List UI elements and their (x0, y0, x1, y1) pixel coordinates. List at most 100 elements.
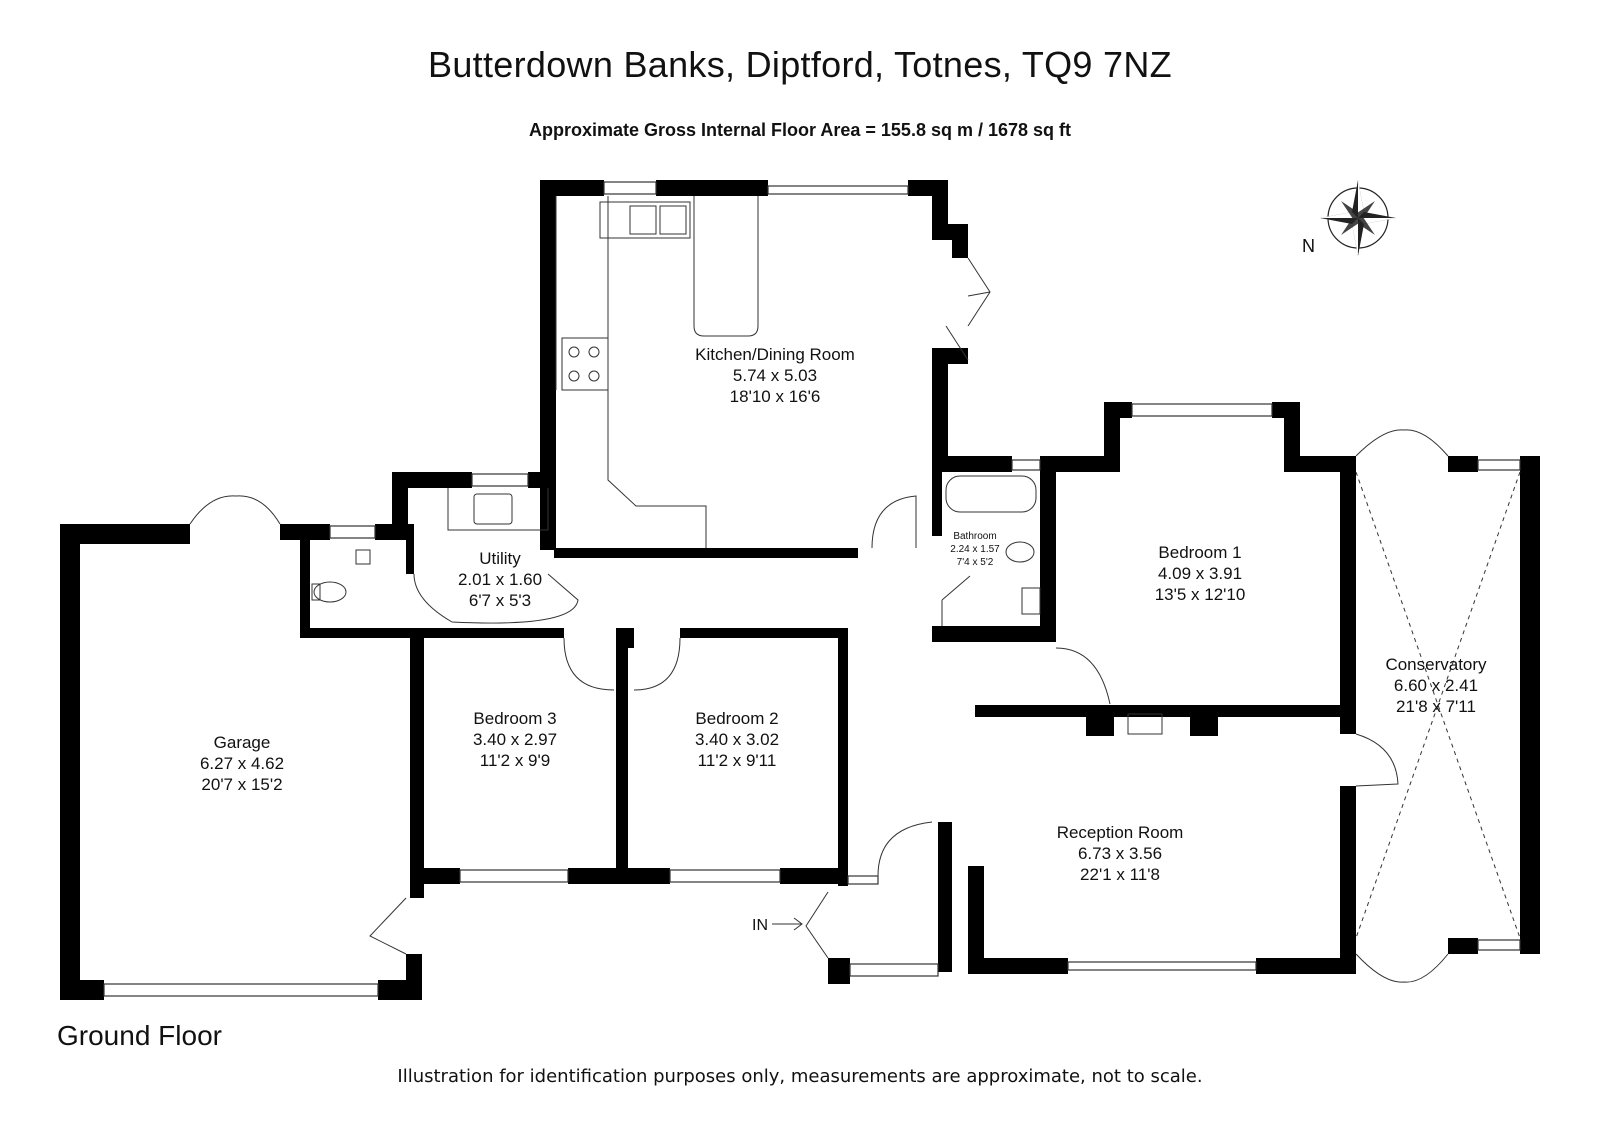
chimney-breast (1190, 712, 1218, 736)
toilet-cistern (311, 583, 321, 601)
chimney-breast (1086, 712, 1114, 736)
wall (1520, 456, 1540, 954)
toilet-icon (1005, 541, 1035, 563)
sink-bowl (659, 205, 687, 235)
sink-icon (473, 493, 513, 525)
hob-ring (568, 346, 580, 358)
window (669, 869, 781, 883)
room-metric: 3.40 x 3.02 (694, 730, 780, 749)
sink-icon (599, 201, 691, 239)
wall (616, 628, 628, 874)
room-bedroom-3: Bedroom 3 3.40 x 2.97 11'2 x 9'9 (473, 708, 557, 771)
wall (952, 224, 968, 258)
room-imperial: 21'8 x 7'11 (1396, 697, 1476, 716)
wall (554, 548, 858, 558)
window (459, 869, 569, 883)
room-imperial: 6'7 x 5'3 (468, 591, 532, 610)
hob-icon (561, 337, 609, 391)
wall (528, 472, 556, 488)
wall (932, 626, 1052, 642)
wall (932, 224, 952, 240)
room-imperial: 11'2 x 9'11 (697, 751, 777, 770)
wall (540, 180, 556, 550)
door-swing (369, 897, 407, 955)
worktop (447, 488, 549, 531)
window (1477, 939, 1521, 951)
hob-ring (568, 370, 580, 382)
wall (626, 628, 634, 648)
wall (60, 980, 104, 1000)
room-imperial: 20'7 x 15'2 (201, 775, 283, 794)
room-imperial: 18'10 x 16'6 (729, 387, 821, 406)
room-name: Bedroom 1 (1158, 543, 1242, 562)
wall (1448, 456, 1478, 472)
room-name: Garage (213, 733, 271, 752)
wall (1040, 456, 1056, 642)
french-doors (1355, 429, 1449, 457)
room-name: Bathroom (953, 531, 997, 542)
wall (938, 822, 952, 972)
wall (680, 628, 848, 638)
door-swing (633, 637, 681, 691)
french-doors (189, 495, 281, 525)
fixtures (311, 196, 1163, 735)
room-name: Conservatory (1385, 655, 1487, 674)
wall (656, 180, 768, 196)
wall (780, 868, 848, 884)
wall (968, 866, 984, 966)
window (1011, 459, 1041, 471)
door-swing (871, 495, 917, 549)
room-metric: 3.40 x 2.97 (472, 730, 558, 749)
wall (406, 954, 422, 1000)
wall (968, 958, 1068, 974)
wall (932, 456, 942, 536)
conservatory-roof-lines (1355, 471, 1521, 939)
room-metric: 6.73 x 3.56 (1077, 844, 1163, 863)
wall (300, 524, 310, 638)
wall (406, 524, 414, 574)
window (329, 525, 376, 539)
garage-door (103, 983, 379, 997)
room-garage: Garage 6.27 x 4.62 20'7 x 15'2 (200, 732, 284, 795)
room-metric: 6.60 x 2.41 (1393, 676, 1479, 695)
window (767, 185, 909, 195)
room-name: Utility (479, 549, 521, 568)
walls (60, 180, 1540, 1000)
door-swing (967, 257, 991, 327)
wall (300, 628, 564, 638)
room-name: Bedroom 3 (473, 709, 557, 728)
compass-north-label: N (1302, 236, 1315, 256)
wall (975, 705, 1340, 717)
wall (60, 524, 190, 544)
hob-ring (588, 346, 600, 358)
wall (1284, 402, 1300, 472)
wall (828, 958, 850, 984)
wall (1448, 938, 1478, 954)
room-metric: 5.74 x 5.03 (732, 366, 818, 385)
window (1477, 459, 1521, 471)
wall (410, 628, 424, 898)
wall (838, 628, 848, 886)
window (1067, 961, 1257, 971)
wall (410, 868, 460, 884)
sink-bowl (629, 205, 657, 235)
floor-label: Ground Floor (57, 1020, 222, 1051)
worktop (555, 196, 707, 548)
room-name: Bedroom 2 (695, 709, 779, 728)
door-swing (413, 573, 579, 624)
room-imperial: 11'2 x 9'9 (479, 751, 551, 770)
door-swing (877, 821, 933, 877)
room-kitchen-dining: Kitchen/Dining Room 5.74 x 5.03 18'10 x … (695, 344, 855, 407)
room-bathroom: Bathroom 2.24 x 1.57 7'4 x 5'2 (950, 530, 999, 569)
door-swing (941, 575, 971, 626)
compass-rose-icon (1320, 180, 1396, 256)
wall (1284, 456, 1356, 472)
entrance-arrow-icon (772, 917, 803, 931)
room-name: Reception Room (1056, 823, 1184, 842)
doors (189, 257, 1521, 983)
window (471, 473, 529, 487)
wall (932, 180, 948, 226)
disclaimer: Illustration for identification purposes… (397, 1066, 1203, 1087)
